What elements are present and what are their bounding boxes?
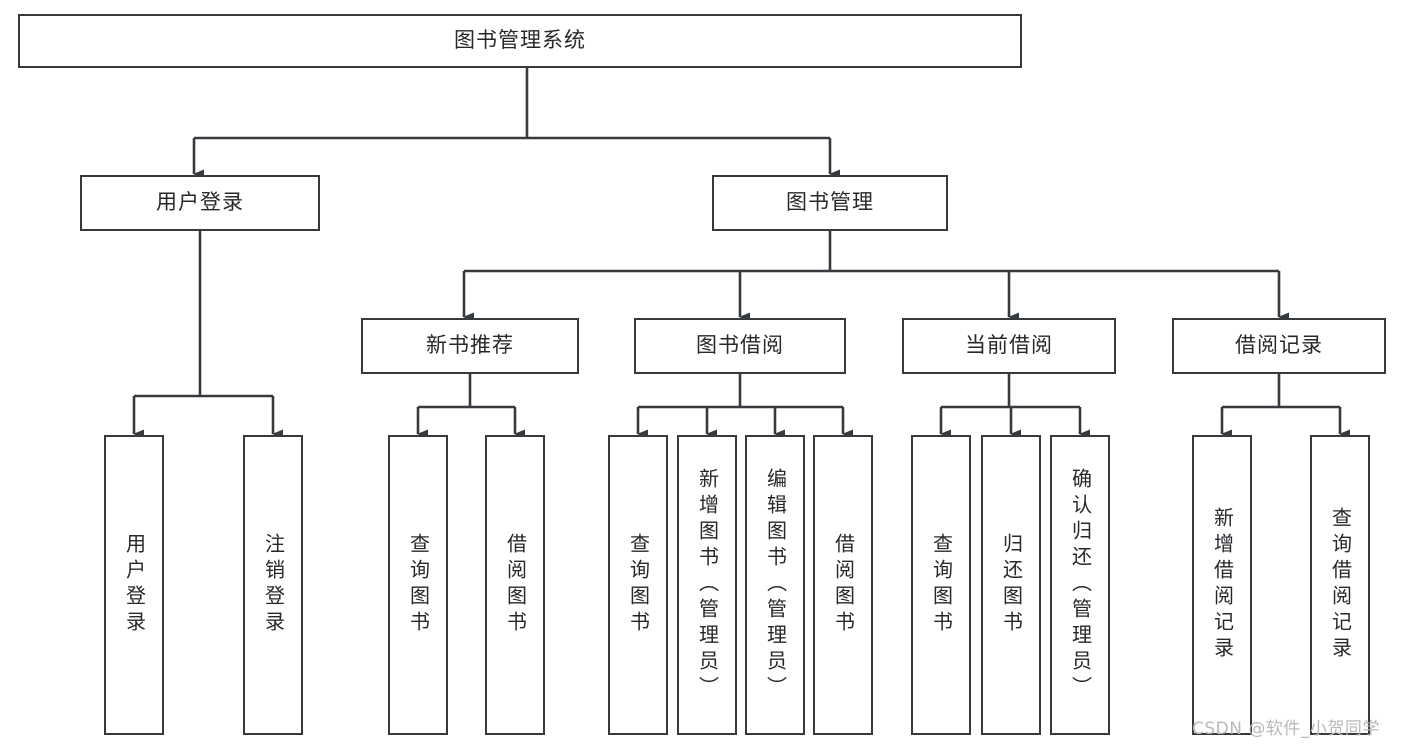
leaf-edit-book-admin[interactable]: 编辑图书（管理员）	[745, 435, 805, 735]
leaf-borrow-book-1-label: 借阅图书	[503, 533, 528, 637]
leaf-query-book-2[interactable]: 查询图书	[608, 435, 668, 735]
leaf-query-book-3-label: 查询图书	[929, 533, 954, 637]
leaf-edit-book-admin-label: 编辑图书（管理员）	[763, 468, 788, 702]
leaf-logout-login[interactable]: 注销登录	[243, 435, 303, 735]
node-book-borrow[interactable]: 图书借阅	[634, 318, 846, 374]
leaf-add-borrow-record-label: 新增借阅记录	[1210, 507, 1235, 663]
csdn-watermark: CSDN @软件_小贺同学	[1192, 719, 1380, 739]
leaf-query-book-2-label: 查询图书	[626, 533, 651, 637]
leaf-return-book[interactable]: 归还图书	[981, 435, 1041, 735]
leaf-confirm-return-admin[interactable]: 确认归还（管理员）	[1050, 435, 1110, 735]
node-book-manage-label: 图书管理	[786, 190, 874, 215]
leaf-query-book-1-label: 查询图书	[406, 533, 431, 637]
node-book-manage[interactable]: 图书管理	[712, 175, 948, 231]
leaf-query-borrow-record[interactable]: 查询借阅记录	[1310, 435, 1370, 735]
node-borrow-record[interactable]: 借阅记录	[1172, 318, 1386, 374]
node-user-login-label: 用户登录	[156, 190, 244, 215]
leaf-borrow-book-2-label: 借阅图书	[831, 533, 856, 637]
leaf-borrow-book-1[interactable]: 借阅图书	[485, 435, 545, 735]
leaf-query-borrow-record-label: 查询借阅记录	[1328, 507, 1353, 663]
leaf-add-book-admin-label: 新增图书（管理员）	[695, 468, 720, 702]
edge-group	[132, 68, 1350, 439]
node-book-borrow-label: 图书借阅	[696, 333, 784, 358]
node-new-book-recommend-label: 新书推荐	[426, 333, 514, 358]
leaf-confirm-return-admin-label: 确认归还（管理员）	[1068, 468, 1093, 702]
node-root[interactable]: 图书管理系统	[18, 14, 1022, 68]
node-current-borrow[interactable]: 当前借阅	[902, 318, 1116, 374]
leaf-add-book-admin[interactable]: 新增图书（管理员）	[677, 435, 737, 735]
leaf-query-book-3[interactable]: 查询图书	[911, 435, 971, 735]
node-user-login[interactable]: 用户登录	[80, 175, 320, 231]
leaf-borrow-book-2[interactable]: 借阅图书	[813, 435, 873, 735]
leaf-add-borrow-record[interactable]: 新增借阅记录	[1192, 435, 1252, 735]
leaf-return-book-label: 归还图书	[999, 533, 1024, 637]
leaf-logout-login-label: 注销登录	[261, 533, 286, 637]
node-current-borrow-label: 当前借阅	[965, 333, 1053, 358]
node-borrow-record-label: 借阅记录	[1235, 333, 1323, 358]
leaf-user-login[interactable]: 用户登录	[104, 435, 164, 735]
node-new-book-recommend[interactable]: 新书推荐	[361, 318, 579, 374]
leaf-query-book-1[interactable]: 查询图书	[388, 435, 448, 735]
leaf-user-login-label: 用户登录	[122, 533, 147, 637]
node-root-label: 图书管理系统	[454, 28, 586, 53]
